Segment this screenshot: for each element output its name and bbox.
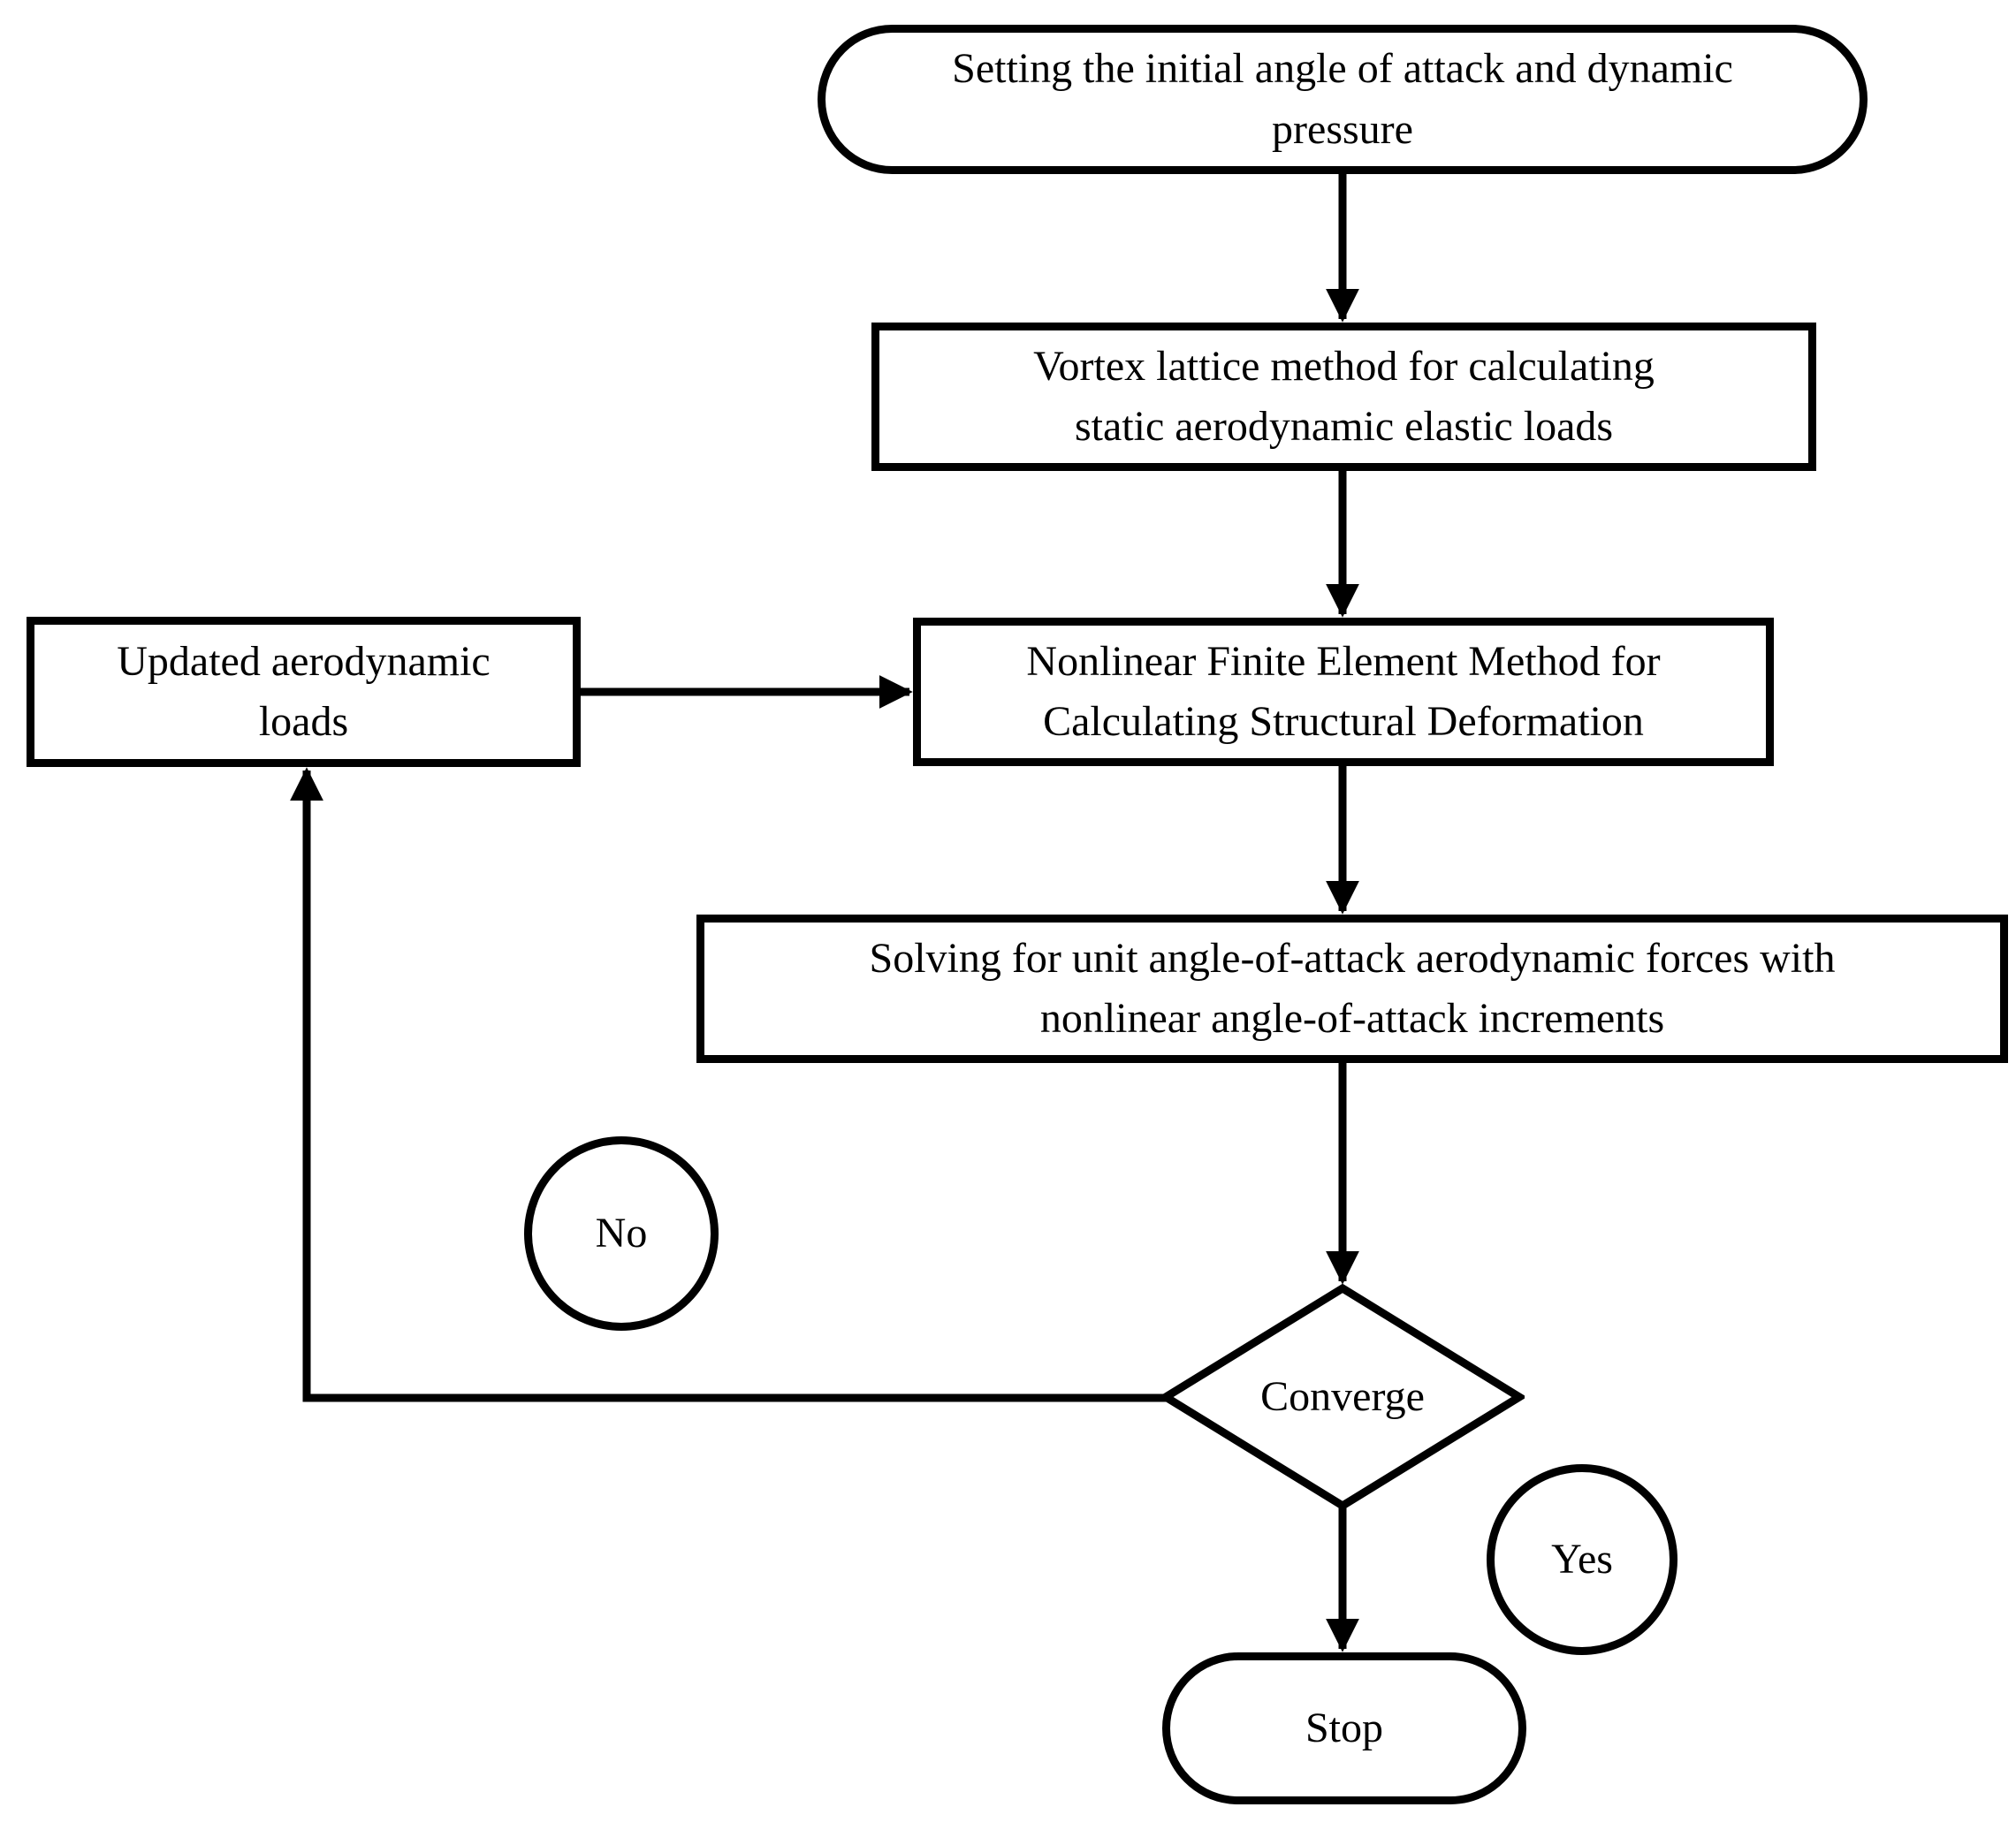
converge-diamond-shape (1160, 1283, 1525, 1511)
no-label: No (595, 1209, 648, 1257)
start-terminator: Setting the initial angle of attack and … (818, 25, 1868, 174)
process-updated-loads: Updated aerodynamic loads (27, 617, 581, 767)
start-label: Setting the initial angle of attack and … (952, 45, 1733, 153)
decision-converge: Converge (1160, 1283, 1525, 1511)
process-vortex-lattice: Vortex lattice method for calculating st… (871, 323, 1816, 471)
converge-label: Converge (1260, 1372, 1425, 1420)
process-solving-forces: Solving for unit angle-of-attack aerodyn… (696, 915, 2008, 1063)
updated-loads-label: Updated aerodynamic loads (117, 637, 491, 745)
arrow-converge-no-feedback (290, 767, 1168, 1402)
no-branch-circle: No (524, 1136, 719, 1331)
process-nonlinear-fem: Nonlinear Finite Element Method for Calc… (913, 618, 1774, 766)
yes-label: Yes (1551, 1535, 1613, 1583)
stop-terminator: Stop (1162, 1652, 1526, 1804)
yes-branch-circle: Yes (1487, 1464, 1677, 1655)
vortex-lattice-label: Vortex lattice method for calculating st… (1033, 342, 1655, 450)
stop-label: Stop (1305, 1704, 1384, 1751)
nonlinear-fem-label: Nonlinear Finite Element Method for Calc… (1026, 637, 1661, 745)
solving-forces-label: Solving for unit angle-of-attack aerodyn… (869, 934, 1836, 1042)
